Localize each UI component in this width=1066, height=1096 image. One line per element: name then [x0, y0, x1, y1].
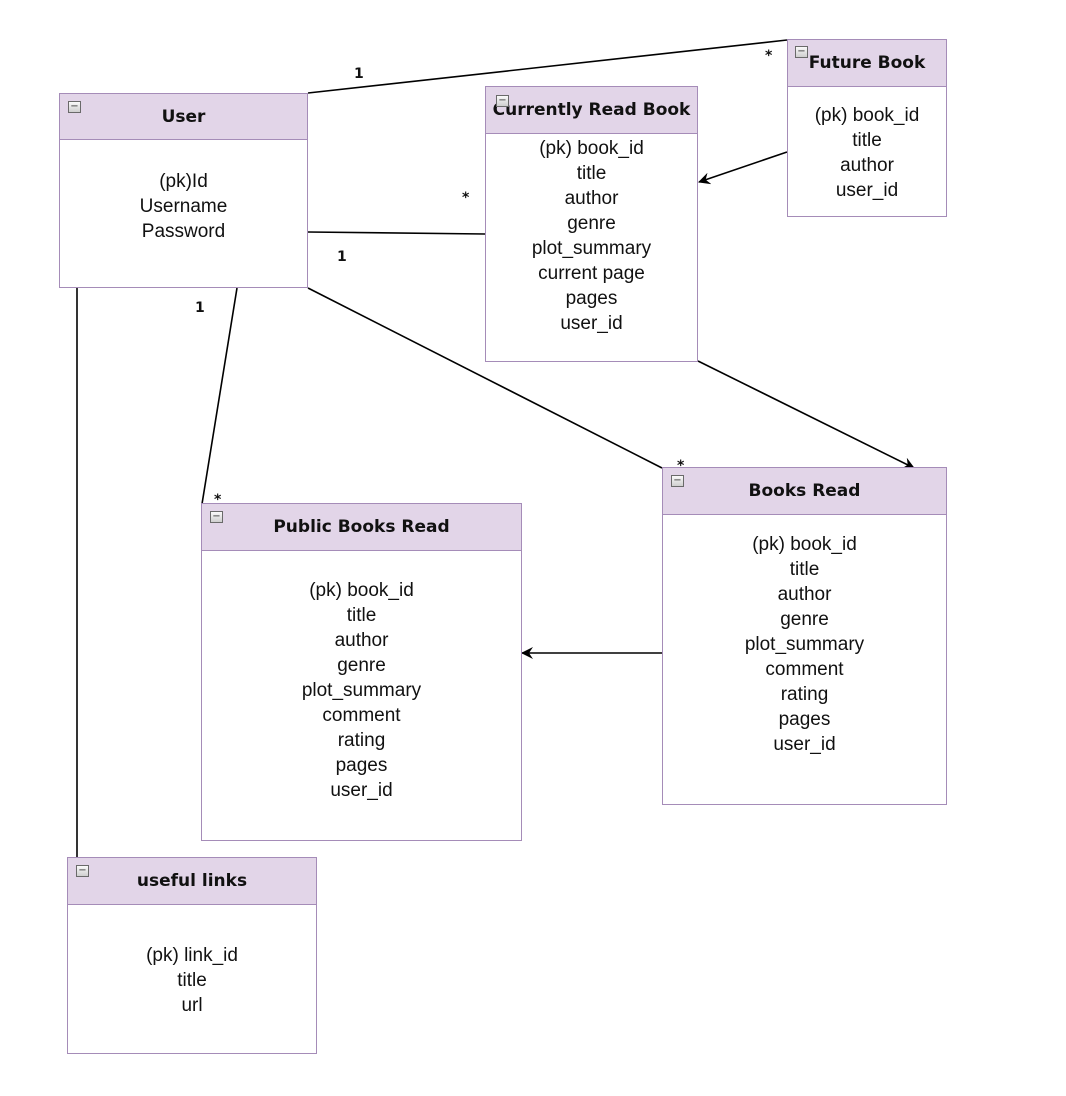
collapse-icon[interactable]: − — [68, 101, 81, 113]
field: (pk) book_id — [539, 138, 644, 159]
collapse-icon[interactable]: − — [76, 865, 89, 877]
field: title — [789, 559, 820, 580]
field: author — [777, 584, 832, 605]
entity-header: − Public Books Read — [202, 504, 521, 551]
field: user_id — [560, 313, 623, 334]
field: title — [576, 163, 607, 184]
multiplicity-user-public-many: * — [214, 492, 222, 508]
field: rating — [337, 730, 386, 751]
entity-header: − Currently Read Book — [486, 87, 697, 134]
field: (pk)Id — [159, 171, 208, 192]
field: genre — [567, 213, 616, 234]
entity-title: User — [161, 106, 206, 127]
field: user_id — [330, 780, 393, 801]
field: url — [181, 995, 203, 1016]
entity-title: Currently Read Book — [492, 100, 691, 120]
arrow-current-to-read — [697, 360, 915, 469]
multiplicity-user-current-one: 1 — [337, 249, 347, 265]
field: title — [346, 605, 377, 626]
field: Username — [139, 196, 228, 217]
multiplicity-user-future-one: 1 — [354, 66, 364, 82]
field: pages — [565, 288, 618, 309]
entity-title: Public Books Read — [273, 517, 450, 537]
multiplicity-user-future-many: * — [765, 48, 773, 64]
field: rating — [780, 684, 829, 705]
entity-user[interactable]: − User (pk)Id Username Password — [59, 93, 308, 288]
line-user-future — [307, 39, 788, 94]
field: (pk) book_id — [814, 105, 920, 126]
multiplicity-user-read-many: * — [677, 458, 685, 474]
entity-fields: (pk) link_id title url — [68, 905, 316, 1018]
line-user-read — [307, 287, 663, 469]
line-user-public — [201, 287, 238, 505]
entity-fields: (pk) book_id title author genre plot_sum… — [202, 551, 521, 803]
multiplicity-user-current-many: * — [462, 190, 470, 206]
field: author — [564, 188, 619, 209]
field: user_id — [835, 180, 899, 201]
field: genre — [337, 655, 386, 676]
field: comment — [765, 659, 844, 680]
collapse-icon[interactable]: − — [671, 475, 684, 487]
multiplicity-user-public-one: 1 — [195, 300, 205, 316]
entity-header: − useful links — [68, 858, 316, 905]
field: current page — [538, 263, 645, 284]
entity-title: Books Read — [748, 481, 861, 501]
field: (pk) book_id — [752, 534, 857, 555]
line-user-current — [307, 231, 486, 235]
field: plot_summary — [744, 634, 865, 655]
field: comment — [322, 705, 401, 726]
entity-future-book[interactable]: − Future Book (pk) book_id title author … — [787, 39, 947, 217]
field: user_id — [773, 734, 836, 755]
entity-books-read[interactable]: − Books Read (pk) book_id title author g… — [662, 467, 947, 805]
field: genre — [780, 609, 829, 630]
field: title — [177, 970, 207, 991]
entity-fields: (pk) book_id title author genre plot_sum… — [663, 515, 946, 757]
field: plot_summary — [301, 680, 422, 701]
entity-useful-links[interactable]: − useful links (pk) link_id title url — [67, 857, 317, 1054]
collapse-icon[interactable]: − — [496, 95, 509, 107]
collapse-icon[interactable]: − — [210, 511, 223, 523]
entity-header: − Books Read — [663, 468, 946, 515]
field: Password — [141, 221, 226, 242]
arrow-future-to-current — [698, 151, 788, 185]
entity-currently-read-book[interactable]: − Currently Read Book (pk) book_id title… — [485, 86, 698, 362]
entity-fields: (pk) book_id title author genre plot_sum… — [486, 134, 697, 336]
field: author — [840, 155, 894, 176]
entity-title: Future Book — [808, 53, 926, 73]
field: (pk) book_id — [309, 580, 414, 601]
field: pages — [778, 709, 831, 730]
entity-fields: (pk) book_id title author user_id — [788, 87, 946, 203]
field: title — [852, 130, 882, 151]
entity-public-books-read[interactable]: − Public Books Read (pk) book_id title a… — [201, 503, 522, 841]
entity-header: − User — [60, 94, 307, 140]
entity-header: − Future Book — [788, 40, 946, 87]
field: author — [334, 630, 389, 651]
collapse-icon[interactable]: − — [795, 46, 808, 58]
entity-fields: (pk)Id Username Password — [60, 140, 307, 244]
field: plot_summary — [531, 238, 652, 259]
field: pages — [335, 755, 388, 776]
entity-title: useful links — [136, 871, 248, 891]
field: (pk) link_id — [146, 945, 238, 966]
